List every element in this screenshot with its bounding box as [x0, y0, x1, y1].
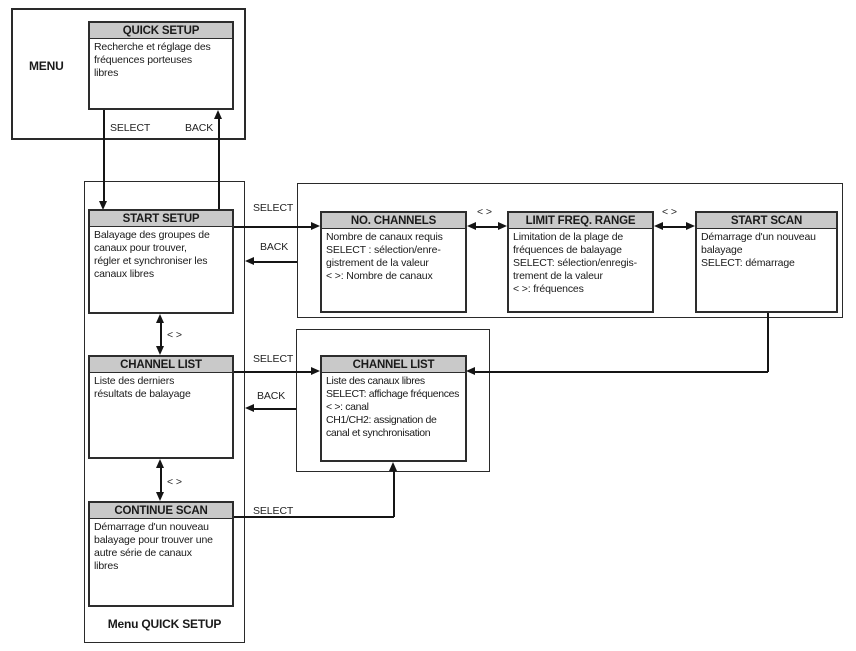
- arrowhead-up-channellist-right: [389, 462, 397, 471]
- leftright-label-channellist-continuescan: < >: [167, 476, 182, 488]
- node-limit-freq-range: LIMIT FREQ. RANGE Limitation de la plage…: [507, 211, 654, 313]
- arrowhead-right-limitfreq: [498, 222, 507, 230]
- leftright-label-limitfreq-startscan: < >: [662, 206, 677, 218]
- leftright-label-startsetup-channellist: < >: [167, 329, 182, 341]
- arrowhead-right-startscan: [686, 222, 695, 230]
- select-line-startsetup-to-nochannels: [234, 226, 313, 228]
- arrowhead-up-startsetup: [156, 314, 164, 323]
- node-start-scan: START SCAN Démarrage d'un nouveau balaya…: [695, 211, 838, 313]
- node-quick-setup-body: Recherche et réglage des fréquences port…: [94, 41, 211, 79]
- startscan-drop-line-horizontal: [475, 371, 768, 373]
- select-label-quicksetup: SELECT: [110, 122, 151, 134]
- node-start-setup: START SETUP Balayage des groupes de cana…: [88, 209, 234, 314]
- back-line-channellist-to-channellist: [254, 408, 296, 410]
- leftright-label-nochannels-limitfreq: < >: [477, 206, 492, 218]
- node-no-channels-title: NO. CHANNELS: [322, 213, 465, 229]
- quick-setup-menu-group-box: [84, 181, 245, 643]
- select-line-quicksetup-to-startsetup: [103, 110, 105, 202]
- back-label-quicksetup: BACK: [185, 122, 214, 134]
- arrowhead-left-channellist-right: [466, 367, 475, 375]
- node-continue-scan: CONTINUE SCAN Démarrage d'un nouveau bal…: [88, 501, 234, 607]
- node-channel-list-right: CHANNEL LIST Liste des canaux libres SEL…: [320, 355, 467, 462]
- node-start-scan-body: Démarrage d'un nouveau balayage SELECT: …: [701, 231, 816, 269]
- arrowhead-right-nochannels: [311, 222, 320, 230]
- bidir-line-channellist-continuescan: [160, 467, 162, 493]
- arrowhead-left-limitfreq: [654, 222, 663, 230]
- node-quick-setup: QUICK SETUP Recherche et réglage des fré…: [88, 21, 234, 110]
- node-continue-scan-body: Démarrage d'un nouveau balayage pour tro…: [94, 521, 213, 572]
- node-limit-freq-range-title: LIMIT FREQ. RANGE: [509, 213, 652, 229]
- node-no-channels: NO. CHANNELS Nombre de canaux requis SEL…: [320, 211, 467, 313]
- node-channel-list-right-title: CHANNEL LIST: [322, 357, 465, 373]
- bidir-line-startsetup-channellist: [160, 322, 162, 347]
- scan-settings-group-box: [297, 183, 843, 318]
- arrowhead-up-channellist-left: [156, 459, 164, 468]
- node-channel-list-left-body: Liste des derniers résultats de balayage: [94, 375, 191, 400]
- node-quick-setup-title: QUICK SETUP: [90, 23, 232, 39]
- select-line-continuescan-vertical: [393, 470, 395, 517]
- node-start-setup-body: Balayage des groupes de canaux pour trou…: [94, 229, 210, 280]
- arrowhead-down-startsetup: [99, 201, 107, 210]
- node-limit-freq-range-body: Limitation de la plage de fréquences de …: [513, 231, 637, 295]
- node-channel-list-left: CHANNEL LIST Liste des derniers résultat…: [88, 355, 234, 459]
- back-label-row1: BACK: [260, 241, 289, 253]
- node-channel-list-left-title: CHANNEL LIST: [90, 357, 232, 373]
- back-label-row2: BACK: [257, 390, 286, 402]
- menu-group-box: [11, 8, 246, 140]
- quick-setup-menu-footer-label: Menu QUICK SETUP: [107, 617, 222, 631]
- select-label-row2: SELECT: [253, 353, 294, 365]
- node-no-channels-body: Nombre de canaux requis SELECT : sélecti…: [326, 231, 443, 282]
- node-start-scan-title: START SCAN: [697, 213, 836, 229]
- arrowhead-left-nochannels: [467, 222, 476, 230]
- select-label-continuescan: SELECT: [253, 505, 294, 517]
- node-continue-scan-title: CONTINUE SCAN: [90, 503, 232, 519]
- select-line-continuescan-horizontal: [234, 516, 394, 518]
- arrowhead-left-backrow2: [245, 404, 254, 412]
- arrowhead-up-quicksetup: [214, 110, 222, 119]
- back-line-nochannels-to-startsetup: [254, 261, 297, 263]
- startscan-drop-line-vertical: [767, 313, 769, 372]
- select-label-row1: SELECT: [253, 202, 294, 214]
- arrowhead-down-channellist-left: [156, 346, 164, 355]
- select-line-channellist-to-channellist: [234, 371, 313, 373]
- arrowhead-left-backrow1: [245, 257, 254, 265]
- back-line-startsetup-to-quicksetup: [218, 118, 220, 209]
- arrowhead-down-continuescan: [156, 492, 164, 501]
- node-channel-list-right-body: Liste des canaux libres SELECT: affichag…: [326, 375, 460, 439]
- menu-label: MENU: [29, 59, 64, 73]
- bidir-line-nochannels-limitfreq: [475, 226, 499, 228]
- arrowhead-right-channellist-right: [311, 367, 320, 375]
- node-start-setup-title: START SETUP: [90, 211, 232, 227]
- bidir-line-limitfreq-startscan: [662, 226, 687, 228]
